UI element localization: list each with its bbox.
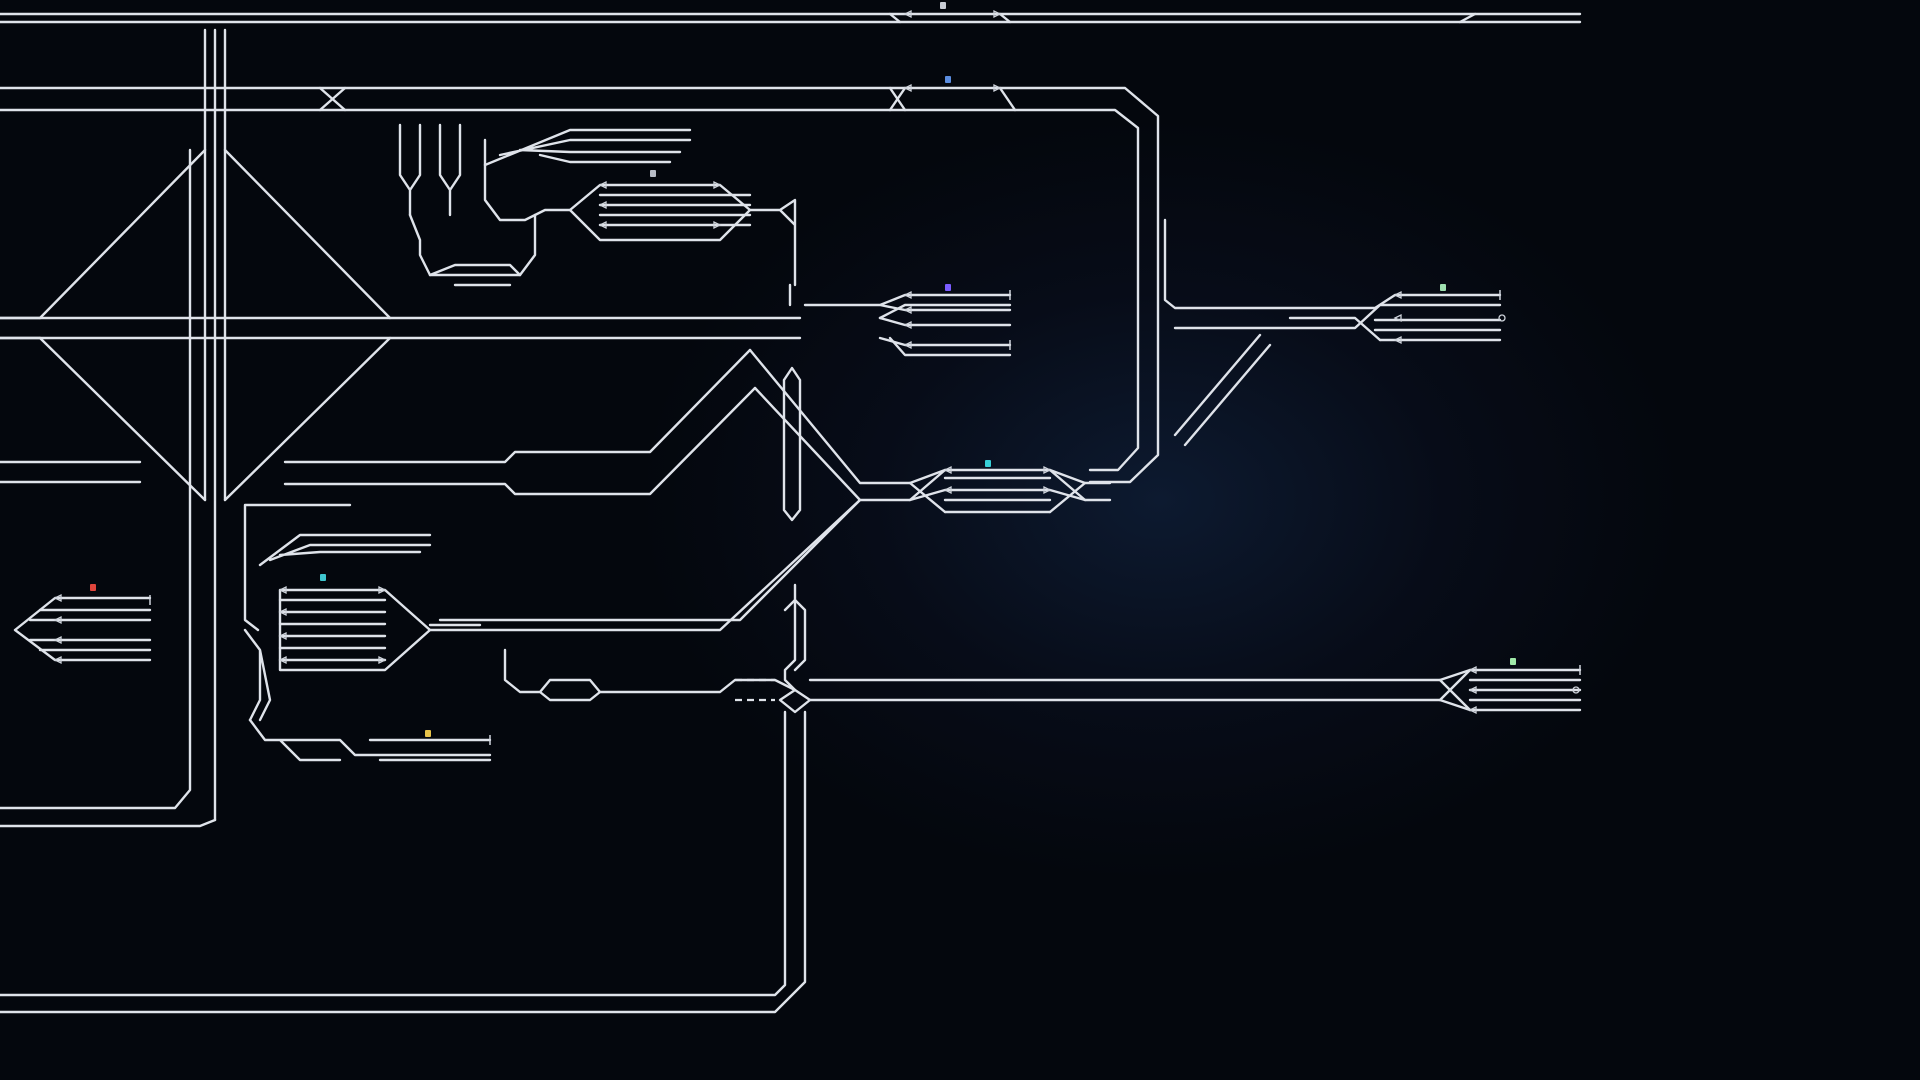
yard-center-cyan[interactable] <box>748 348 1112 522</box>
station-label-east-green[interactable] <box>1440 284 1446 291</box>
track-diamond-x[interactable] <box>0 148 802 502</box>
station-label-center-cyan[interactable] <box>985 460 991 467</box>
yard-east-green[interactable] <box>1163 218 1506 447</box>
track-top-line[interactable] <box>0 12 1582 24</box>
yard-west-cyan[interactable] <box>243 498 862 762</box>
buffer-stubs <box>149 290 1581 745</box>
station-label-top[interactable] <box>940 2 946 9</box>
track-vertical-trunk[interactable] <box>0 28 227 828</box>
signal-markers <box>53 9 1477 715</box>
yard-west-red[interactable] <box>13 596 152 662</box>
station-label-upper-mid[interactable] <box>650 170 656 177</box>
yard-upper-mid[interactable] <box>398 123 797 307</box>
station-label-north[interactable] <box>945 76 951 83</box>
station-label-purple[interactable] <box>945 284 951 291</box>
track-south-junction[interactable] <box>0 583 1582 1014</box>
station-label-south-yellow[interactable] <box>425 730 431 737</box>
station-label-southeast-green[interactable] <box>1510 658 1516 665</box>
track-north-loop[interactable] <box>0 86 1160 484</box>
station-label-west-cyan[interactable] <box>320 574 326 581</box>
station-label-west-red[interactable] <box>90 584 96 591</box>
track-left-stubs[interactable] <box>0 348 757 496</box>
